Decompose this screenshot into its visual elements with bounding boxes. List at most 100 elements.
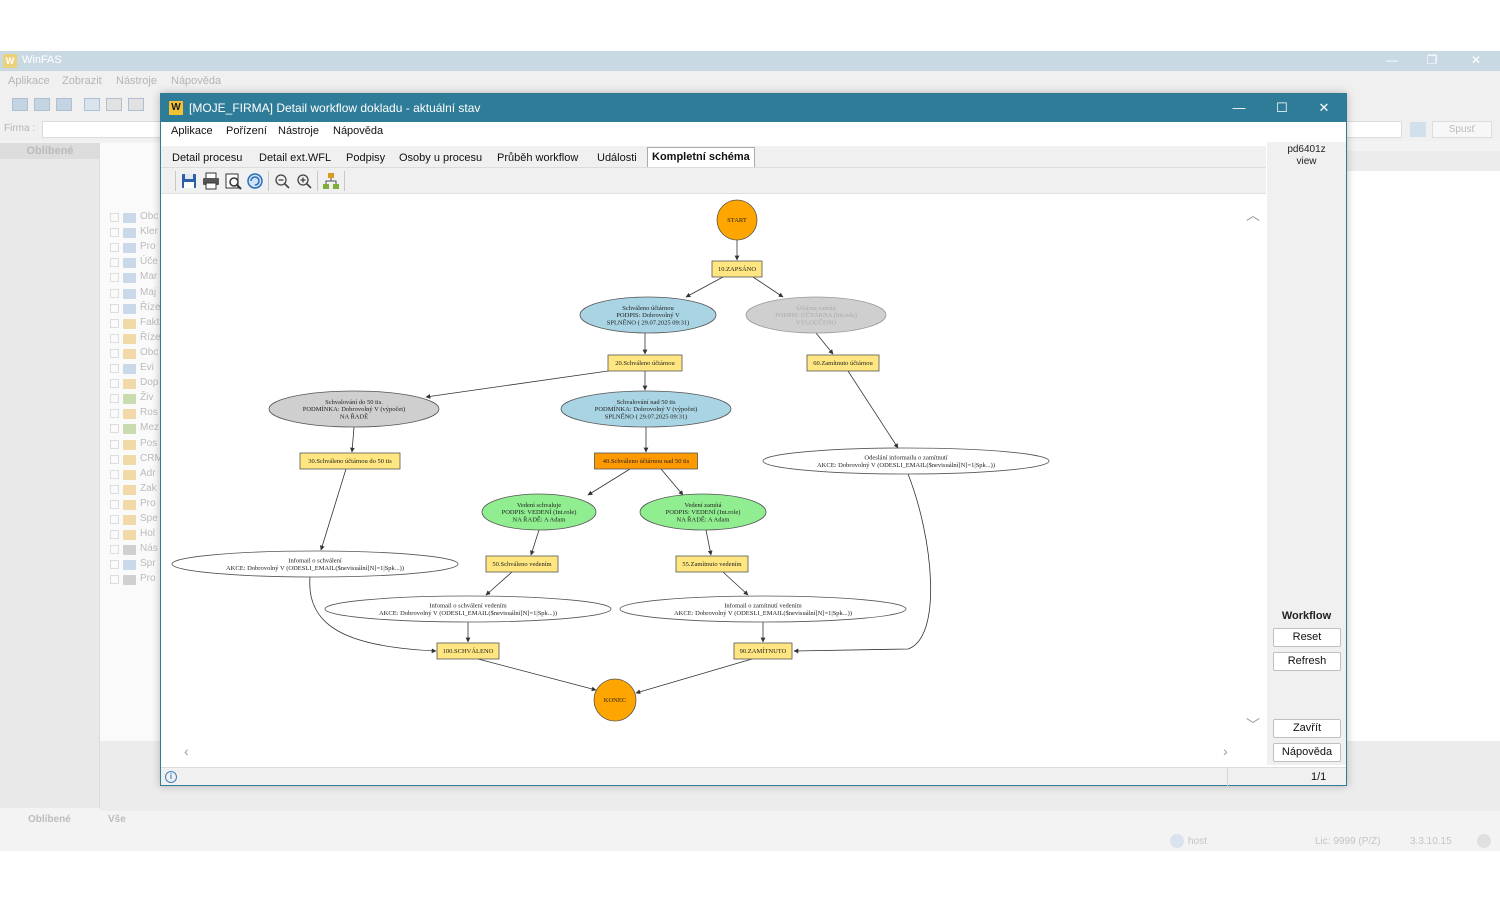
bg-firma-label: Firma : <box>4 123 36 134</box>
bg-menu-nastroje[interactable]: Nástroje <box>116 75 157 87</box>
menu-nastroje[interactable]: Nástroje <box>278 125 319 137</box>
bg-menu-napoveda[interactable]: Nápověda <box>171 75 222 87</box>
bg-tree-item[interactable]: Hol <box>106 528 160 542</box>
bg-tree-item[interactable]: Spr <box>106 558 160 572</box>
bg-minimize-icon[interactable]: — <box>1386 53 1398 67</box>
print-preview-icon[interactable] <box>223 171 243 191</box>
tab-osoby-u-procesu[interactable]: Osoby u procesu <box>399 152 483 164</box>
bg-status-lic: Lic: 9999 (P/Z) <box>1315 836 1381 847</box>
bg-tree-item[interactable]: Obc <box>106 211 160 225</box>
workflow-node-s55[interactable]: 55.Zamítnuto vedením <box>675 555 749 573</box>
bg-back-icon[interactable] <box>84 98 100 111</box>
bg-toolbar-icon[interactable] <box>12 98 28 111</box>
bg-close-icon[interactable]: ✕ <box>1470 53 1482 67</box>
print-icon[interactable] <box>201 171 221 191</box>
close-button[interactable]: Zavřít <box>1273 719 1341 738</box>
minimize-icon[interactable]: — <box>1232 100 1246 115</box>
workflow-node-shape <box>806 354 880 372</box>
bg-menu-zobrazit[interactable]: Zobrazit <box>62 75 102 87</box>
bg-tree-item[interactable]: Kler <box>106 226 160 240</box>
bg-tree-item[interactable]: Maj <box>106 287 160 301</box>
workflow-node-s90[interactable]: 90.ZAMÍTNUTO <box>733 642 793 660</box>
workflow-node-s100[interactable]: 100.SCHVÁLENO <box>436 642 500 660</box>
bg-tree-item[interactable]: Úče <box>106 256 160 270</box>
info-icon[interactable]: i <box>165 771 177 783</box>
bg-tree-item[interactable]: Pro <box>106 498 160 512</box>
tab-kompletni-schema[interactable]: Kompletní schéma <box>647 147 755 167</box>
dialog-titlebar[interactable]: W [MOJE_FIRMA] Detail workflow dokladu -… <box>161 94 1346 122</box>
bg-tree-item[interactable]: Živ <box>106 392 160 406</box>
bg-tree-item[interactable]: Říze <box>106 332 161 346</box>
workflow-node-konec[interactable]: KONEC <box>593 678 637 722</box>
tab-udalosti[interactable]: Události <box>597 152 637 164</box>
bg-firma-icon[interactable] <box>1410 122 1426 137</box>
bg-tree-item[interactable]: Obc <box>106 347 160 361</box>
bg-tree-item[interactable]: Evi <box>106 362 160 376</box>
bg-tab-oblibene[interactable]: Oblíbené <box>28 814 71 825</box>
bg-tab-vse[interactable]: Vše <box>108 814 126 825</box>
workflow-node-label: PODPIS: Dobrovolný V <box>616 312 680 319</box>
scroll-down-icon[interactable]: ﹀ <box>1246 717 1260 733</box>
scroll-left-icon[interactable]: ‹ <box>184 743 189 759</box>
bg-tree-item[interactable]: Říze <box>106 302 161 316</box>
layout-tree-icon[interactable] <box>321 171 341 191</box>
bg-tree-item[interactable]: Nás <box>106 543 160 557</box>
maximize-icon[interactable]: ☐ <box>1276 100 1288 115</box>
refresh-button[interactable]: Refresh <box>1273 652 1341 671</box>
bg-toolbar-icon[interactable] <box>34 98 50 111</box>
tab-podpisy[interactable]: Podpisy <box>346 152 386 164</box>
bg-tree-item[interactable]: Zak <box>106 483 160 497</box>
bg-tree-item[interactable]: Spe <box>106 513 160 527</box>
bg-tree-item[interactable]: Fakt <box>106 317 160 331</box>
bg-tree-item[interactable]: Dop <box>106 377 160 391</box>
bg-menu-aplikace[interactable]: Aplikace <box>8 75 50 87</box>
menu-napoveda[interactable]: Nápověda <box>333 125 384 137</box>
bg-spust-button[interactable]: Spusť <box>1432 121 1492 138</box>
workflow-node-start[interactable]: START <box>716 199 758 241</box>
bg-tree-item[interactable]: Mar <box>106 271 160 285</box>
workflow-node-label: 60.Zamítnuto účtárnou <box>813 360 873 367</box>
workflow-node-s50[interactable]: 50.Schváleno vedením <box>485 555 559 573</box>
workflow-node-s40[interactable]: 40.Schváleno účtárnou nad 50 tis <box>594 452 698 470</box>
workflow-node-s20[interactable]: 20.Schváleno účtárnou <box>607 354 683 372</box>
save-icon[interactable] <box>179 171 199 191</box>
workflow-node-s60[interactable]: 60.Zamítnuto účtárnou <box>806 354 880 372</box>
bg-tree-item[interactable]: CRM <box>106 453 163 467</box>
refresh-icon[interactable] <box>245 171 265 191</box>
tab-detail-procesu[interactable]: Detail procesu <box>172 152 243 164</box>
workflow-node-s30[interactable]: 30.Schváleno účtárnou do 50 tis <box>299 452 401 470</box>
menu-porizeni[interactable]: Pořízení <box>226 125 267 137</box>
zoom-in-icon[interactable] <box>294 171 314 191</box>
bg-tree-item[interactable]: Ros <box>106 407 160 421</box>
help-button[interactable]: Nápověda <box>1273 743 1341 762</box>
bg-tree-item[interactable]: Mez <box>106 422 160 436</box>
scroll-right-icon[interactable]: › <box>1223 743 1228 759</box>
workflow-node-zapsano[interactable]: 10.ZAPSÁNO <box>711 260 763 278</box>
tab-prubeh-workflow[interactable]: Průběh workflow <box>497 152 579 164</box>
bg-restore-icon[interactable]: ❐ <box>1426 53 1438 67</box>
workflow-node-do50[interactable]: Schvalování do 50 tis.PODMÍNKA: Dobrovol… <box>268 390 440 428</box>
zoom-out-icon[interactable] <box>272 171 292 191</box>
bg-refresh-icon[interactable] <box>128 98 144 111</box>
bg-tree-item[interactable]: Pos <box>106 438 160 452</box>
bg-copy-icon[interactable] <box>106 98 122 111</box>
reset-button[interactable]: Reset <box>1273 628 1341 647</box>
bg-tree-item[interactable]: Pro <box>106 241 160 255</box>
tab-detail-ext-wfl[interactable]: Detail ext.WFL <box>259 152 332 164</box>
bg-toolbar-icon[interactable] <box>56 98 72 111</box>
menu-aplikace[interactable]: Aplikace <box>171 125 213 137</box>
bg-tree-item[interactable]: Pro <box>106 573 160 587</box>
scroll-up-icon[interactable]: ︿ <box>1246 207 1260 223</box>
bg-tree-item[interactable]: Adr <box>106 468 160 482</box>
close-icon[interactable]: ✕ <box>1318 100 1330 115</box>
